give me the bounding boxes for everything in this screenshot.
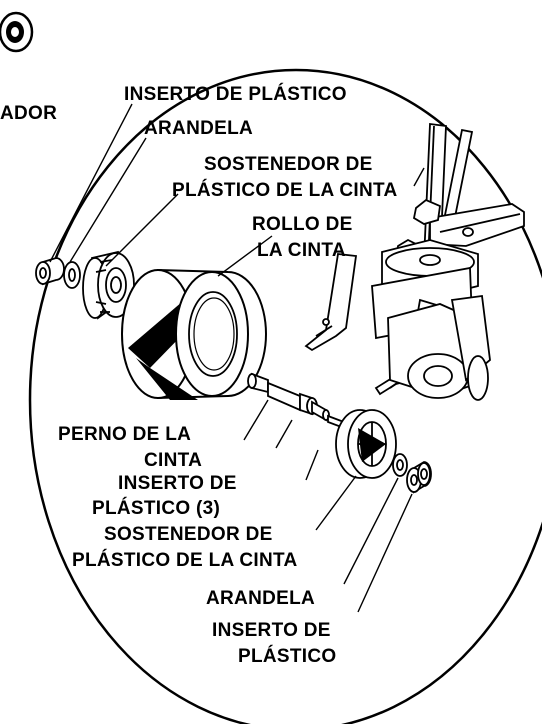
corner-washer-fragment xyxy=(0,11,34,53)
label-rollo-line1: ROLLO DE xyxy=(252,214,353,235)
label-rollo-line2: LA CINTA xyxy=(257,240,346,261)
label-sostenedor-bot-line2: PLÁSTICO DE LA CINTA xyxy=(72,550,298,571)
tape-pin-part xyxy=(247,372,345,430)
label-sostenedor-bot-line1: SOSTENEDOR DE xyxy=(104,524,273,545)
callout-ellipse xyxy=(28,68,542,724)
label-sostenedor-top-line1: SOSTENEDOR DE xyxy=(204,154,373,175)
label-perno-line1: PERNO DE LA xyxy=(58,424,192,445)
label-inserto-mid-line2: PLÁSTICO (3) xyxy=(92,498,221,519)
label-inserto-bot-line1: INSERTO DE xyxy=(212,620,331,641)
label-inserto-bot-line2: PLÁSTICO xyxy=(238,646,337,667)
label-arandela-top: ARANDELA xyxy=(144,118,254,139)
label-arandela-bot: ARANDELA xyxy=(206,588,316,609)
dispenser-frame-assembly xyxy=(304,122,525,401)
right-washer-part xyxy=(392,453,408,477)
right-plastic-insert-part xyxy=(406,461,432,494)
label-inserto-plastico-top: INSERTO DE PLÁSTICO xyxy=(124,84,347,105)
label-inserto-mid-line1: INSERTO DE xyxy=(118,473,237,494)
tape-roll-part xyxy=(121,268,267,400)
label-sostenedor-top-line2: PLÁSTICO DE LA CINTA xyxy=(172,180,398,201)
leader-lines xyxy=(49,103,425,613)
label-perno-line2: CINTA xyxy=(144,450,203,471)
label-partial-left: ADOR xyxy=(0,103,58,124)
right-tape-holder-part xyxy=(335,409,397,479)
left-washer-part xyxy=(63,261,81,289)
